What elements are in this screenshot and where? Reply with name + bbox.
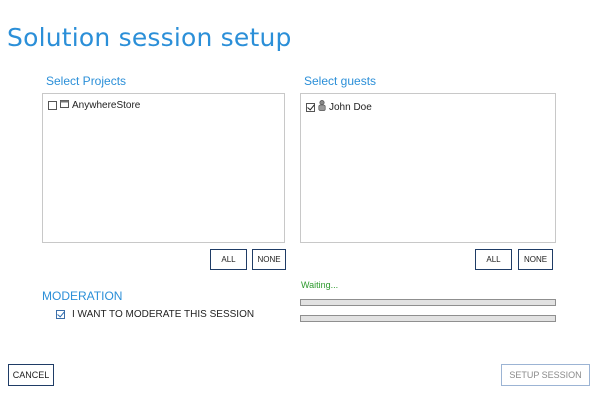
project-checkbox[interactable] (48, 101, 57, 110)
guest-item[interactable]: John Doe (306, 100, 372, 114)
page-title: Solution session setup (7, 22, 292, 52)
guests-list[interactable]: John Doe (300, 93, 556, 243)
guest-name: John Doe (329, 101, 372, 113)
setup-session-button[interactable]: SETUP SESSION (501, 364, 590, 386)
cancel-button[interactable]: CANCEL (8, 364, 54, 386)
projects-label: Select Projects (46, 74, 127, 88)
guests-label: Select guests (304, 74, 377, 88)
project-name: AnywhereStore (72, 100, 141, 111)
guests-all-button[interactable]: ALL (475, 249, 512, 270)
projects-all-button[interactable]: ALL (210, 249, 247, 270)
guest-checkbox[interactable] (306, 102, 315, 112)
window-icon (60, 100, 69, 111)
moderation-option[interactable]: I WANT TO MODERATE THIS SESSION (56, 309, 254, 320)
user-icon (318, 100, 326, 114)
moderate-label: I WANT TO MODERATE THIS SESSION (72, 309, 255, 320)
project-item[interactable]: AnywhereStore (48, 100, 140, 111)
projects-list[interactable]: AnywhereStore (42, 93, 285, 243)
moderation-heading: MODERATION (42, 289, 123, 303)
moderate-checkbox[interactable] (56, 310, 65, 319)
guests-none-button[interactable]: NONE (518, 249, 553, 270)
projects-none-button[interactable]: NONE (252, 249, 286, 270)
status-text: Waiting... (301, 280, 339, 290)
progress-bar-2 (300, 315, 556, 322)
progress-bar-1 (300, 299, 556, 306)
